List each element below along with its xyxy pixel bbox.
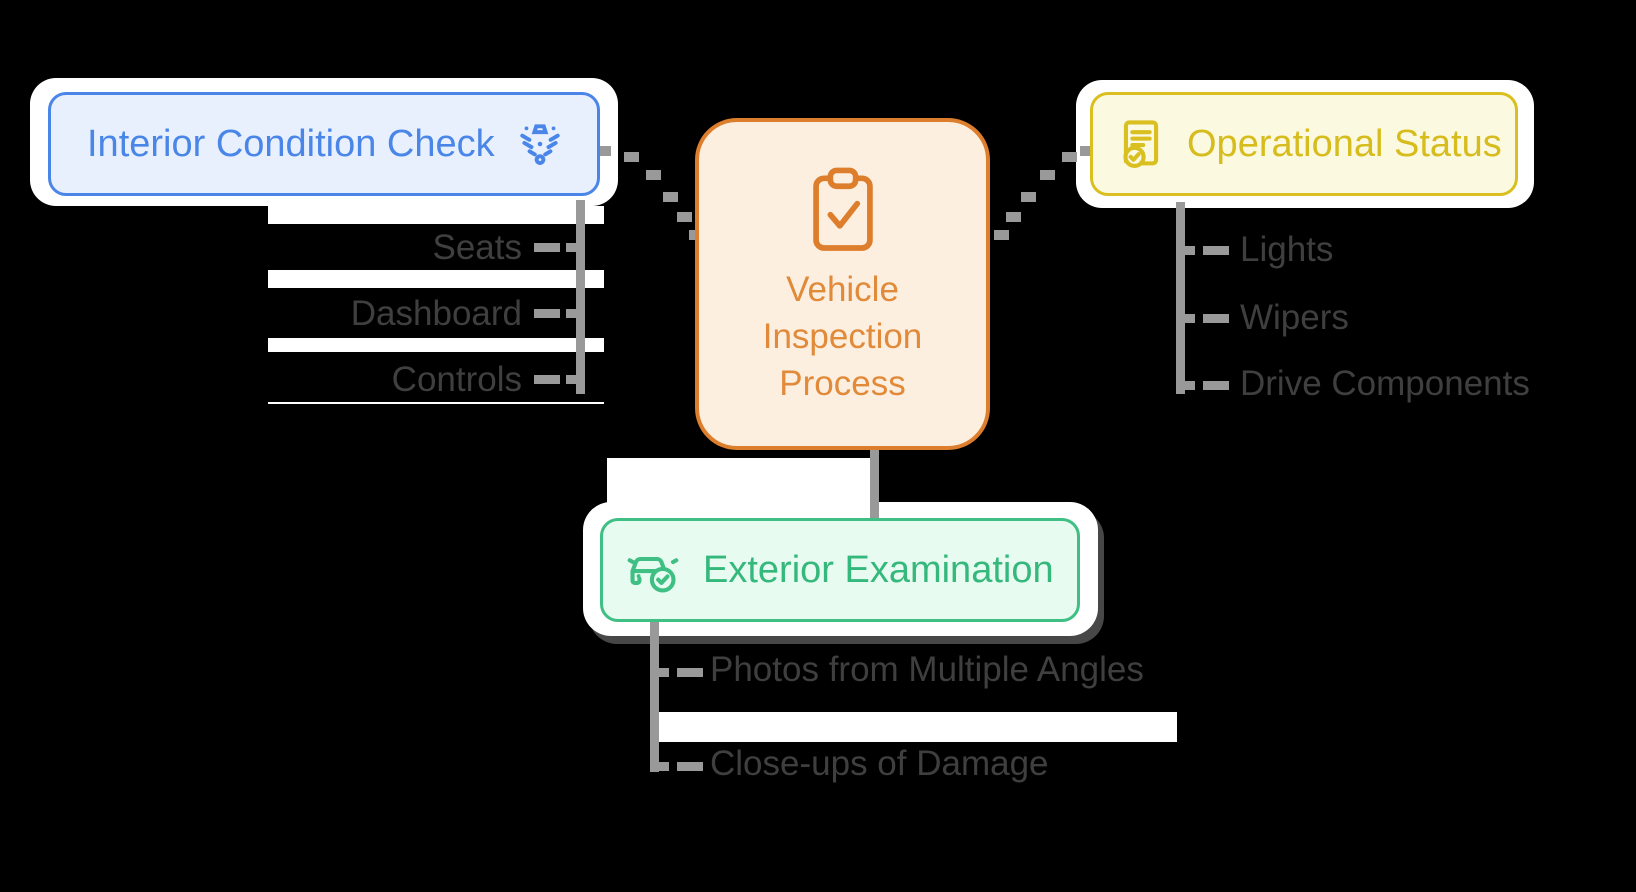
interior-item-dash bbox=[534, 375, 560, 384]
seat-ventilation-icon bbox=[515, 119, 565, 169]
branch-node-operational-status: Operational Status bbox=[1090, 92, 1518, 196]
item-wipers: Wipers bbox=[1240, 298, 1349, 337]
exterior-item-tick bbox=[659, 668, 669, 677]
interior-item-dash bbox=[534, 243, 560, 252]
exterior-item-tick bbox=[659, 762, 669, 771]
item-drive-components: Drive Components bbox=[1240, 364, 1530, 403]
operational-item-tick bbox=[1185, 314, 1195, 323]
operational-item-dash bbox=[1203, 381, 1229, 390]
operational-node-label: Operational Status bbox=[1187, 122, 1502, 165]
exterior-item-dash bbox=[677, 762, 703, 771]
exterior-trunk-line bbox=[650, 622, 659, 772]
root-node-label: Vehicle Inspection Process bbox=[763, 266, 923, 407]
root-label-line-3: Process bbox=[779, 364, 906, 403]
operational-item-dash bbox=[1203, 314, 1229, 323]
root-node-vehicle-inspection-process: Vehicle Inspection Process bbox=[695, 118, 990, 450]
exterior-node-label: Exterior Examination bbox=[703, 548, 1054, 591]
interior-item-dash bbox=[534, 309, 560, 318]
item-controls: Controls bbox=[391, 360, 522, 399]
operational-item-tick bbox=[1185, 246, 1195, 255]
car-check-icon bbox=[625, 544, 681, 596]
root-label-line-2: Inspection bbox=[762, 317, 923, 356]
interior-item-tick bbox=[566, 309, 576, 318]
branch-node-exterior-examination: Exterior Examination bbox=[600, 518, 1080, 622]
interior-trunk-line bbox=[576, 200, 585, 394]
exterior-item-dash bbox=[677, 668, 703, 677]
connector-root-exterior bbox=[870, 450, 879, 520]
item-seats: Seats bbox=[432, 228, 523, 267]
interior-item-tick bbox=[566, 243, 576, 252]
operational-item-tick bbox=[1185, 381, 1195, 390]
operational-item-dash bbox=[1203, 246, 1229, 255]
interior-node-label: Interior Condition Check bbox=[87, 122, 495, 165]
clipboard-check-icon bbox=[805, 164, 881, 256]
document-check-icon bbox=[1115, 116, 1167, 172]
item-dashboard: Dashboard bbox=[350, 294, 522, 333]
branch-node-interior-condition-check: Interior Condition Check bbox=[48, 92, 600, 196]
item-photos-from-multiple-angles: Photos from Multiple Angles bbox=[710, 650, 1144, 689]
interior-item-tick bbox=[566, 375, 576, 384]
item-close-ups-of-damage: Close-ups of Damage bbox=[710, 744, 1049, 783]
halo-exterior-items bbox=[652, 712, 1177, 742]
item-lights: Lights bbox=[1240, 230, 1334, 269]
root-label-line-1: Vehicle bbox=[786, 270, 899, 309]
operational-trunk-line bbox=[1176, 202, 1185, 394]
